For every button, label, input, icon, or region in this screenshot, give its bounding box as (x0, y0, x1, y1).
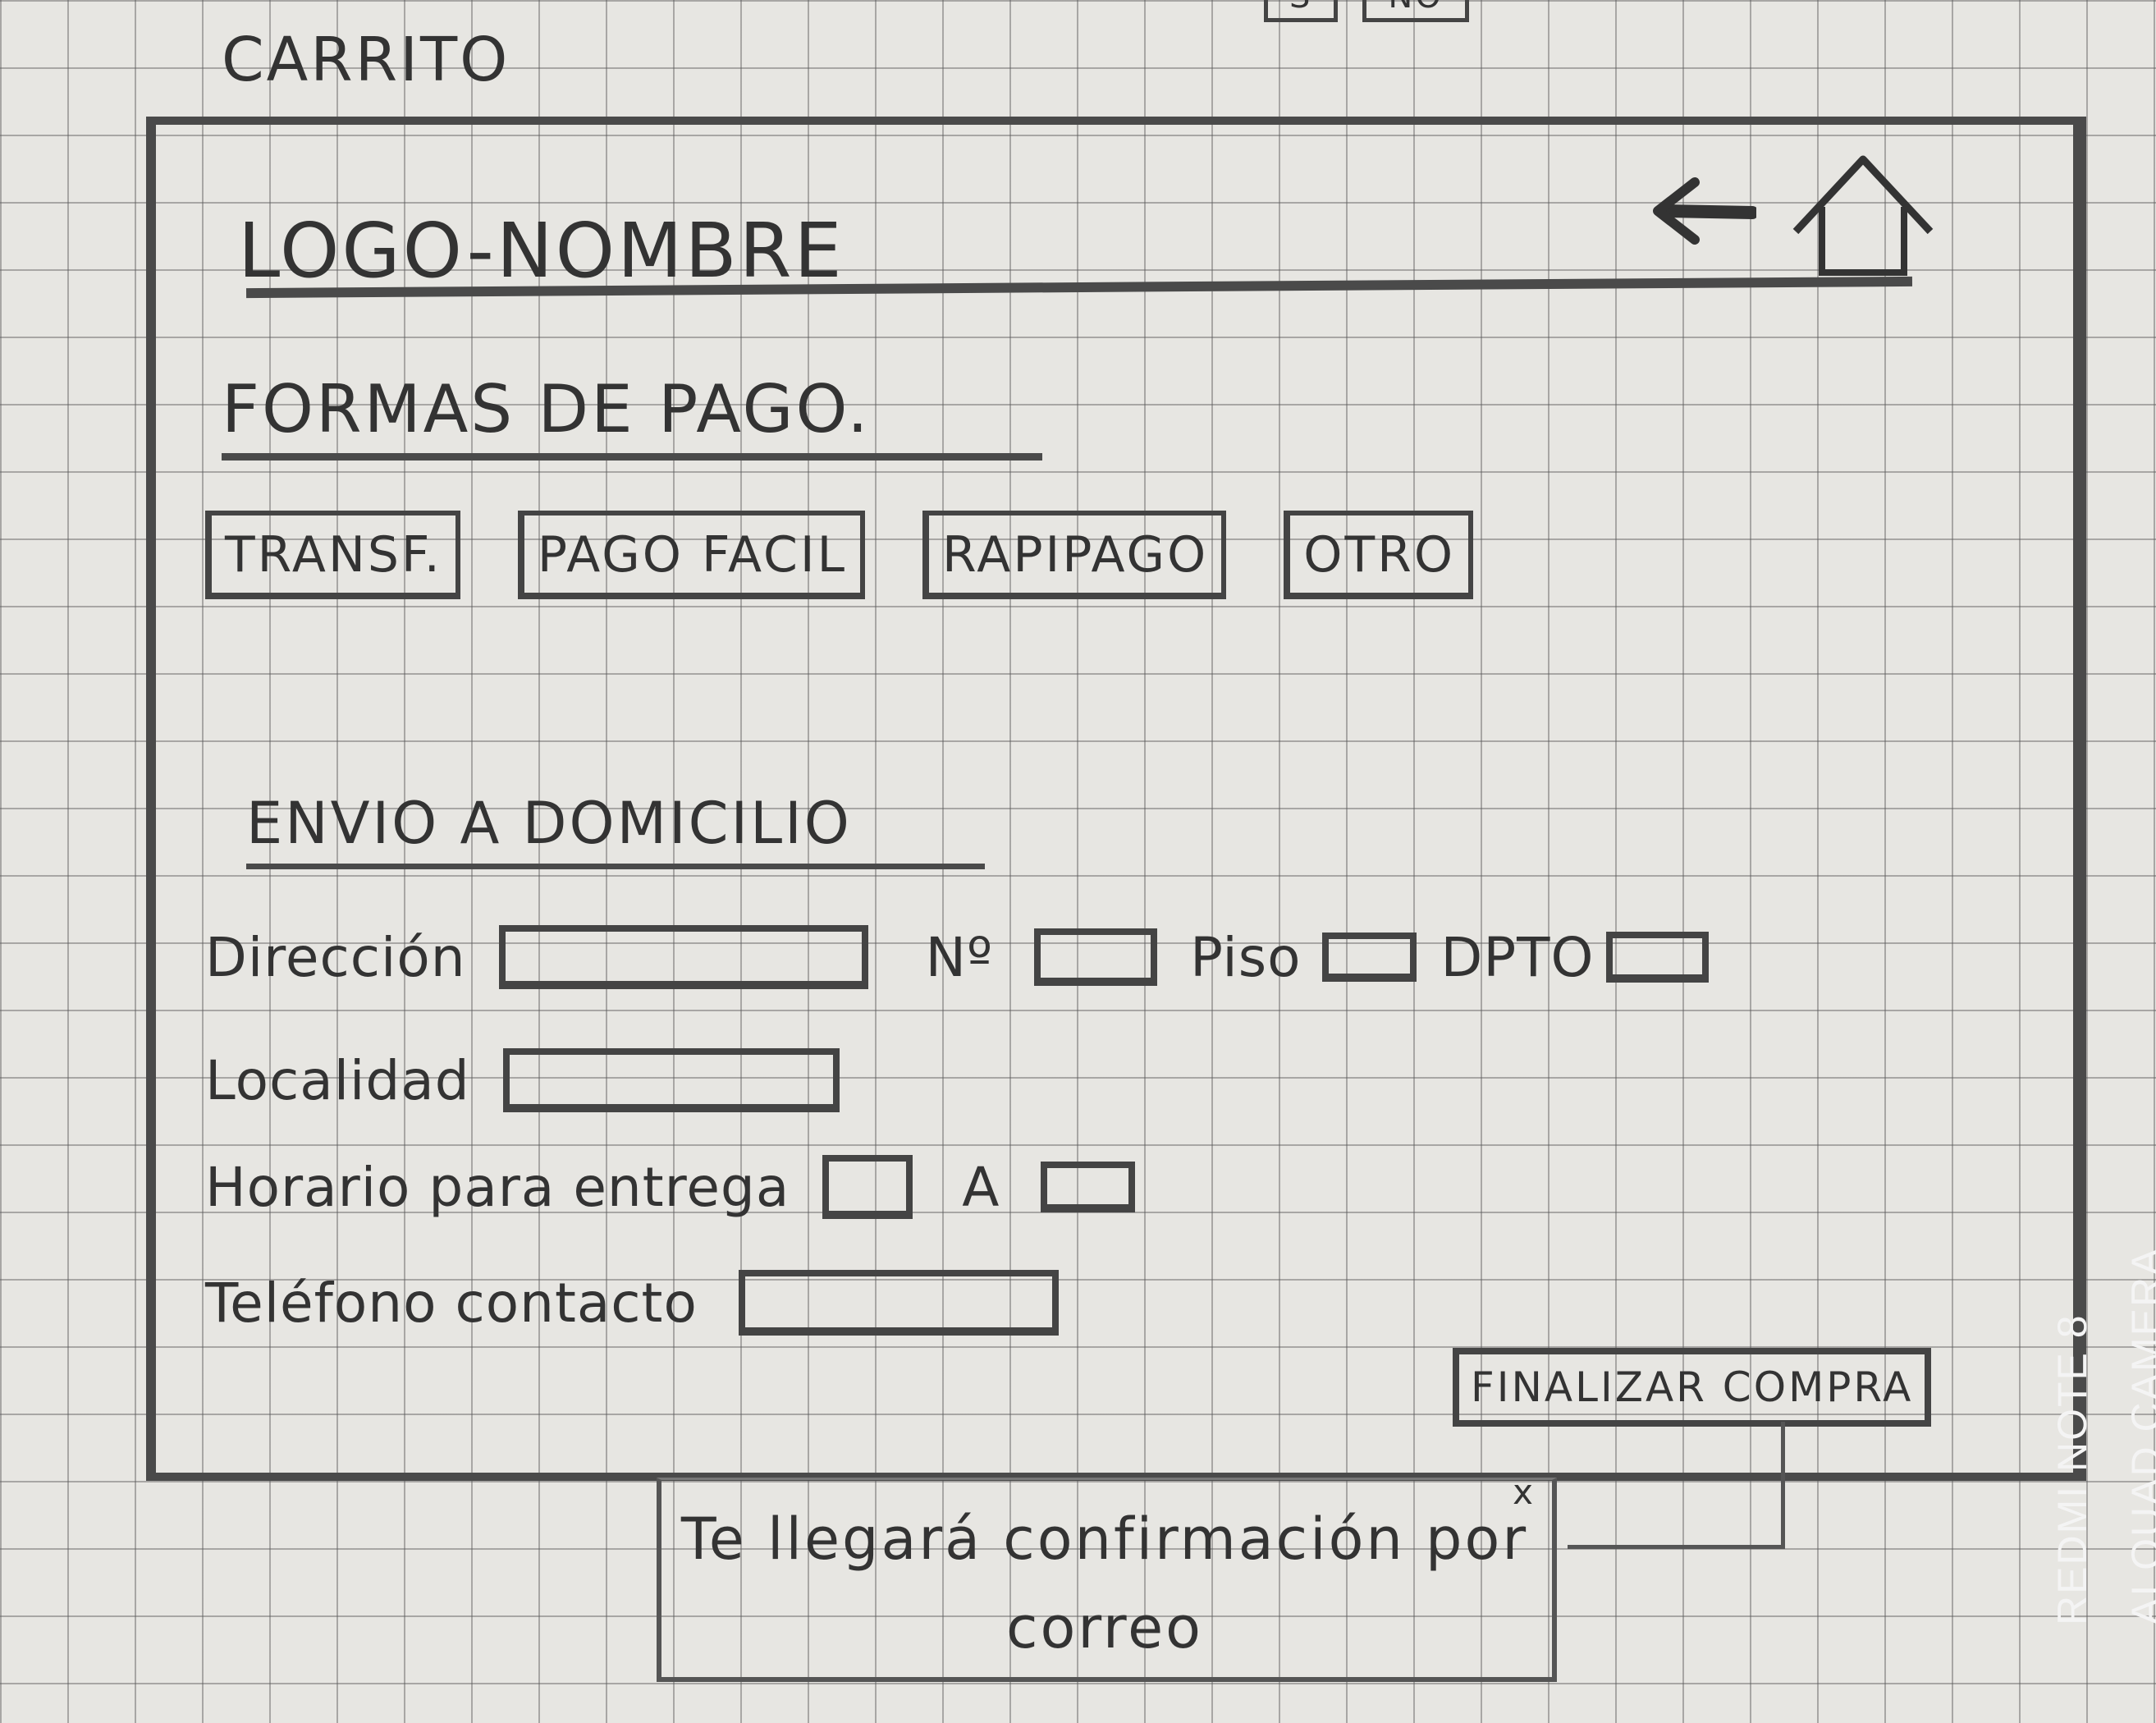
home-icon[interactable] (1789, 149, 1937, 281)
sketch-title: CARRITO (222, 25, 510, 95)
payment-rapipago-button[interactable]: RAPIPAGO (922, 511, 1227, 599)
note-connector-line (1568, 1422, 1785, 1549)
locality-input[interactable] (502, 1048, 840, 1112)
home-delivery-underline (246, 864, 985, 869)
confirmation-note: Te llegará confirmación por correo x (657, 1472, 1557, 1682)
delivery-schedule-label: Horario para entrega (205, 1155, 790, 1219)
top-fragment-box: NO (1362, 0, 1469, 22)
payment-methods-heading: FORMAS DE PAGO. (222, 371, 871, 447)
finish-purchase-button[interactable]: FINALIZAR COMPRA (1453, 1348, 1932, 1427)
confirmation-note-text: Te llegará confirmación por correo (680, 1505, 1529, 1661)
payment-pago-facil-button[interactable]: PAGO FACIL (517, 511, 866, 599)
schedule-from-input[interactable] (822, 1155, 913, 1219)
delivery-schedule-row: Horario para entrega A (205, 1155, 1136, 1219)
floor-label: Piso (1190, 925, 1302, 989)
apartment-input[interactable] (1606, 932, 1710, 983)
screen-frame: LOGO-NOMBRE FORMAS DE PAGO. TRANSF. PAGO… (146, 117, 2086, 1549)
address-input[interactable] (498, 925, 868, 989)
payment-heading-underline (222, 453, 1042, 461)
address-row: Dirección Nº Piso DPTO (205, 925, 1710, 989)
apartment-label: DPTO (1440, 925, 1595, 989)
number-input[interactable] (1034, 928, 1158, 986)
left-arrow-icon[interactable] (1650, 174, 1756, 248)
contact-phone-row: Teléfono contacto (205, 1270, 1059, 1336)
schedule-separator: A (962, 1155, 1000, 1219)
top-fragment-box: S (1264, 0, 1339, 22)
address-label: Dirección (205, 925, 466, 989)
payment-other-button[interactable]: OTRO (1284, 511, 1474, 599)
home-delivery-heading: ENVIO A DOMICILIO (246, 790, 852, 857)
locality-label: Localidad (205, 1048, 470, 1112)
close-icon[interactable]: x (1513, 1472, 1536, 1512)
payment-options: TRANSF. PAGO FACIL RAPIPAGO OTRO (205, 511, 1474, 599)
contact-phone-input[interactable] (738, 1270, 1059, 1336)
payment-transfer-button[interactable]: TRANSF. (205, 511, 460, 599)
locality-row: Localidad (205, 1048, 840, 1112)
contact-phone-label: Teléfono contacto (205, 1271, 698, 1335)
top-fragments: S NO (1264, 0, 1469, 22)
camera-watermark: REDMI NOTE 8 AI QUAD CAMERA (2035, 1133, 2156, 1625)
watermark-line-camera: AI QUAD CAMERA (2123, 1246, 2156, 1625)
number-label: Nº (925, 925, 994, 989)
floor-input[interactable] (1321, 933, 1417, 982)
watermark-line-model: REDMI NOTE 8 (2049, 1313, 2095, 1625)
schedule-to-input[interactable] (1041, 1162, 1136, 1212)
logo-name[interactable]: LOGO-NOMBRE (238, 207, 845, 295)
